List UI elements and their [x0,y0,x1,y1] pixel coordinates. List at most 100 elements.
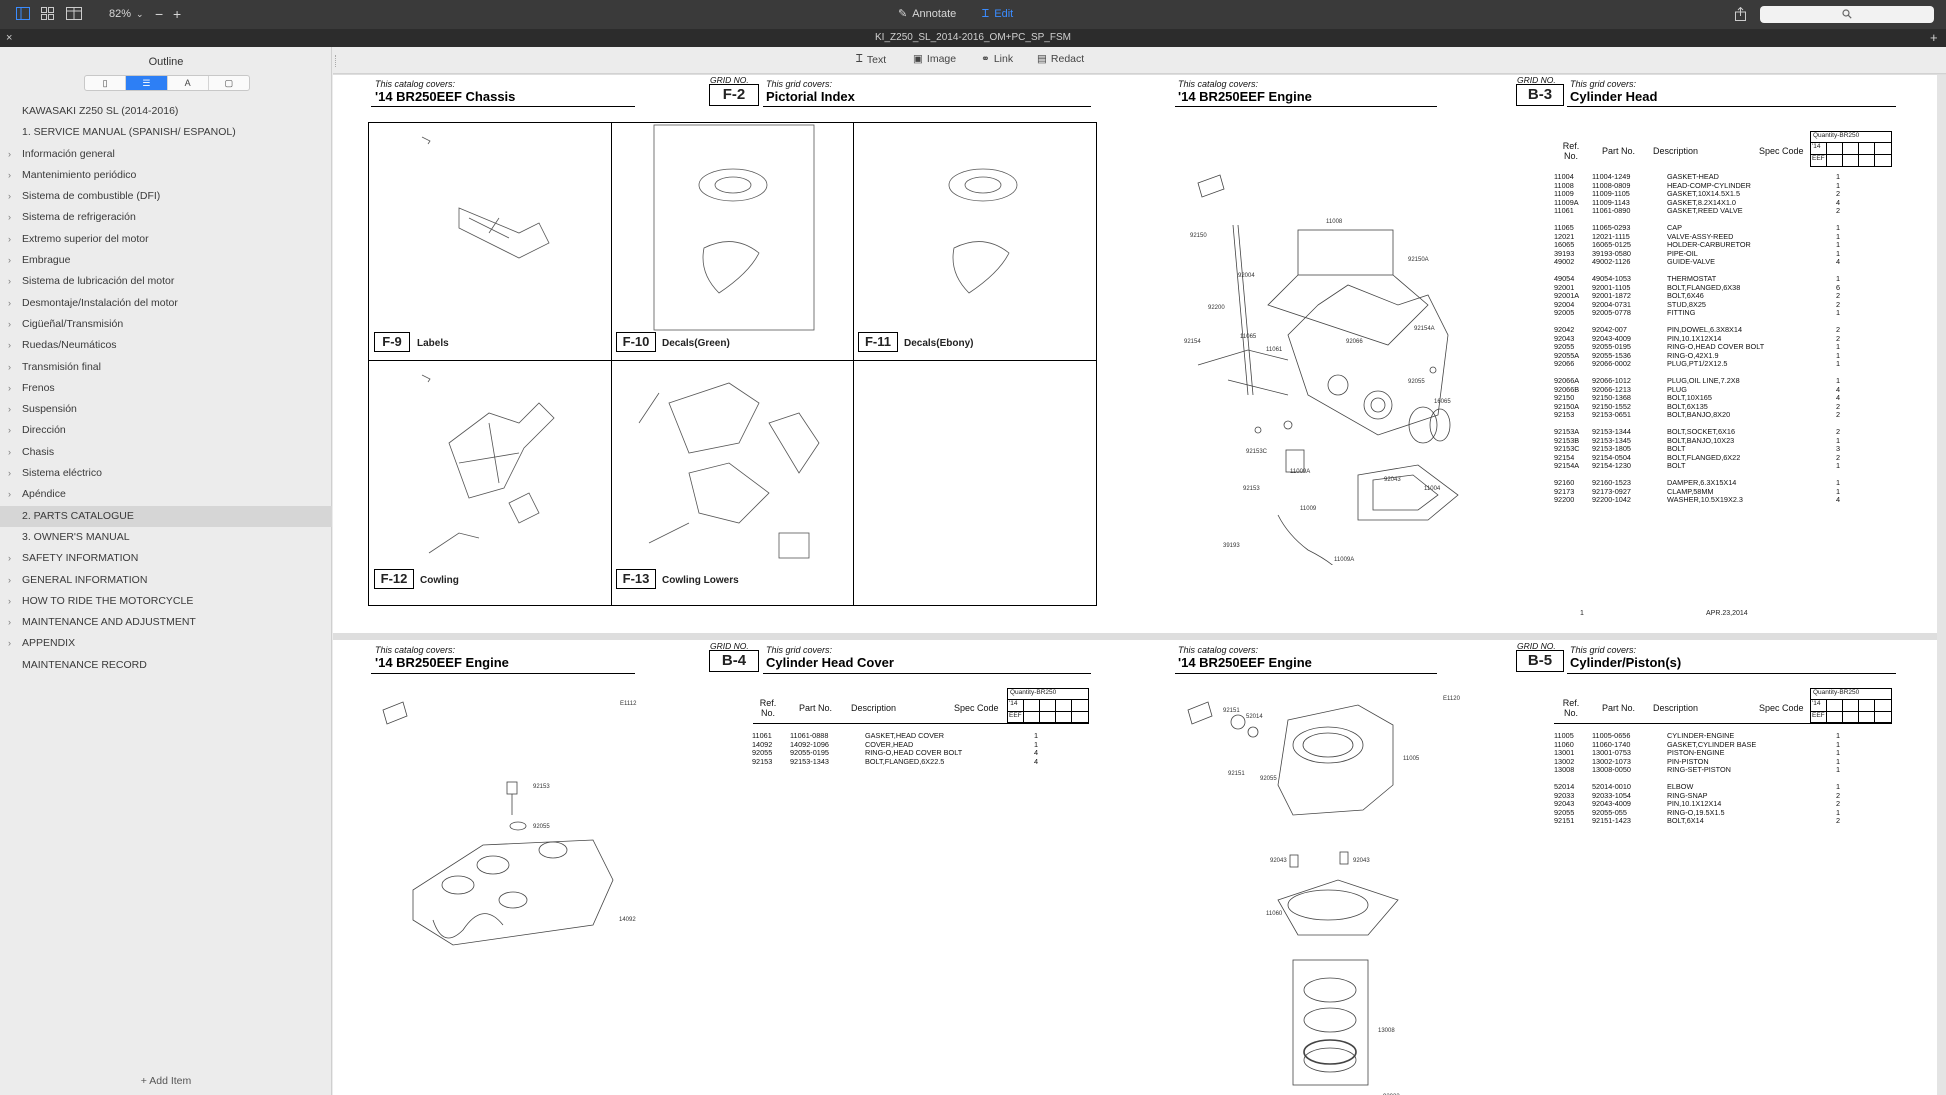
outline-item[interactable]: ›MAINTENANCE AND ADJUSTMENT [0,612,332,633]
chevron-right-icon[interactable]: › [8,318,11,329]
vertical-scrollbar[interactable] [1937,75,1946,1095]
figure-f9-number[interactable]: F-9 [374,332,410,352]
outline-item[interactable]: ›Embrague [0,250,332,271]
outline-item[interactable]: ›Sistema de refrigeración [0,207,332,228]
figure-f11-number[interactable]: F-11 [858,332,898,352]
close-tab-icon[interactable]: × [6,32,13,44]
chevron-right-icon[interactable]: › [8,404,11,415]
drag-handle[interactable] [335,55,339,67]
chevron-right-icon[interactable]: › [8,148,11,159]
chevron-right-icon[interactable]: › [8,361,11,372]
chevron-right-icon[interactable]: › [8,233,11,244]
add-item-button[interactable]: + Add Item [140,1075,192,1087]
annotate-button[interactable]: ✎Annotate [898,6,956,23]
chevron-right-icon[interactable]: › [8,468,11,479]
svg-text:92154A: 92154A [1414,326,1435,332]
outline-item[interactable]: ›Ruedas/Neumáticos [0,335,332,356]
outline-item[interactable]: ›Mantenimiento periódico [0,165,332,186]
chevron-right-icon[interactable]: › [8,553,11,564]
zoom-out-button[interactable]: − [155,6,164,22]
chevron-right-icon[interactable]: › [8,595,11,606]
tab-title[interactable]: KI_Z250_SL_2014-2016_OM+PC_SP_FSM [875,32,1071,43]
zoom-dropdown[interactable]: 82%⌄ [109,6,144,23]
svg-text:11008: 11008 [1326,219,1343,225]
svg-text:11061: 11061 [1266,347,1283,353]
figure-f10-number[interactable]: F-10 [616,332,656,352]
outline-item[interactable]: ›Sistema eléctrico [0,463,332,484]
part-no-cell: 92066-0002 [1592,359,1631,368]
figure-f13-label[interactable]: Cowling Lowers [662,575,739,586]
outline-item[interactable]: › Información general [0,144,332,165]
bookmarks-tab[interactable]: ▯ [85,76,127,90]
outline-item[interactable]: 3. OWNER'S MANUAL [0,527,332,548]
chevron-right-icon[interactable]: › [8,255,11,266]
figure-f10-label[interactable]: Decals(Green) [662,338,730,349]
outline-item[interactable]: ›Suspensión [0,399,332,420]
annotations-tab[interactable]: A [168,76,209,90]
outline-item[interactable]: ›Apéndice [0,484,332,505]
chevron-right-icon[interactable]: › [8,276,11,287]
search-input[interactable] [1760,6,1934,23]
link-tool[interactable]: ⚭Link [981,53,1013,65]
outline-item[interactable]: ›SAFETY INFORMATION [0,548,332,569]
outline-item[interactable]: KAWASAKI Z250 SL (2014-2016) [0,101,332,122]
redact-tool[interactable]: ▤Redact [1037,53,1084,65]
outline-item[interactable]: 1. SERVICE MANUAL (SPANISH/ ESPANOL) [0,122,332,143]
chevron-right-icon[interactable]: › [8,169,11,180]
new-tab-icon[interactable]: + [1930,30,1938,45]
outline-item[interactable]: 2. PARTS CATALOGUE [0,505,332,527]
outline-item[interactable]: ›Desmontaje/Instalación del motor [0,293,332,314]
outline-item[interactable]: MAINTENANCE RECORD [0,655,332,676]
figure-f9-label[interactable]: Labels [417,338,449,349]
description-cell: GASKET,REED VALVE [1667,206,1743,215]
outline-item[interactable]: ›Dirección [0,420,332,441]
outline-item[interactable]: ›Extremo superior del motor [0,229,332,250]
chevron-right-icon[interactable]: › [8,191,11,202]
figure-f11-label[interactable]: Decals(Ebony) [904,338,974,349]
outline-item[interactable]: ›Chasis [0,442,332,463]
chevron-right-icon[interactable]: › [8,297,11,308]
outline-item[interactable]: ›APPENDIX [0,633,332,654]
chevron-right-icon[interactable]: › [8,382,11,393]
figure-f12-number[interactable]: F-12 [374,569,414,589]
share-icon[interactable] [1735,7,1746,22]
link-icon: ⚭ [981,53,990,65]
outline-item[interactable]: ›GENERAL INFORMATION [0,570,332,591]
figure-f13-number[interactable]: F-13 [616,569,656,589]
outline-tab[interactable]: ☰ [126,76,168,90]
sidebar: Outline ▯ ☰ A ▢ KAWASAKI Z250 SL (2014-2… [0,47,332,1095]
outline-item[interactable]: ›Sistema de combustible (DFI) [0,186,332,207]
figure-f12-label[interactable]: Cowling [420,575,459,586]
page-layout-icon[interactable] [66,7,82,22]
outline-item[interactable]: ›Cigüeñal/Transmisión [0,314,332,335]
outline-item[interactable]: ›HOW TO RIDE THE MOTORCYCLE [0,591,332,612]
zoom-in-button[interactable]: + [173,6,182,22]
pages-tab[interactable]: ▢ [209,76,249,90]
chevron-right-icon[interactable]: › [8,617,11,628]
chevron-right-icon[interactable]: › [8,340,11,351]
chevron-right-icon[interactable]: › [8,574,11,585]
outline-item-label: KAWASAKI Z250 SL (2014-2016) [22,105,179,117]
outline-item[interactable]: ›Sistema de lubricación del motor [0,271,332,292]
thumbnails-view-icon[interactable] [41,7,54,22]
sidebar-toggle-icon[interactable] [16,7,30,22]
outline-item[interactable]: ›Transmisión final [0,357,332,378]
outline-item[interactable]: ›Frenos [0,378,332,399]
chevron-right-icon[interactable]: › [8,446,11,457]
chevron-right-icon[interactable]: › [8,489,11,500]
ref-no-cell: 16065 [1554,240,1575,249]
chevron-right-icon[interactable]: › [8,212,11,223]
outline-item-label: Información general [22,147,115,160]
part-no-cell: 14092-1096 [790,739,829,749]
image-tool[interactable]: ▣Image [913,53,956,65]
part-no-cell: 11008-0809 [1592,180,1631,190]
chevron-right-icon[interactable]: › [8,638,11,649]
chevron-right-icon[interactable]: › [8,425,11,436]
